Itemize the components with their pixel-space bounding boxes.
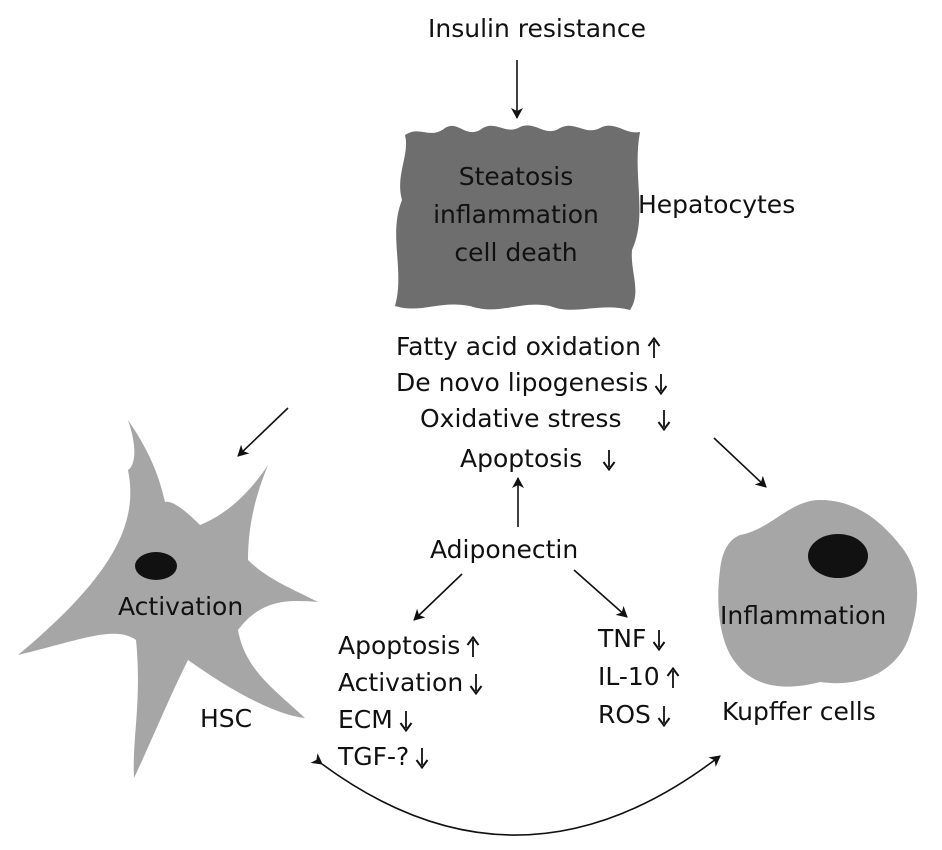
hsc-effect-ecm: ECM (338, 705, 413, 735)
effect-text: TGF-? (338, 742, 410, 771)
kupffer-effect-tnf: TNF (598, 624, 666, 654)
up-arrow-icon (666, 666, 680, 688)
down-arrow-icon (657, 408, 671, 432)
up-arrow-icon (466, 635, 480, 657)
down-arrow-icon (654, 372, 668, 396)
kupffer-effect-ros: ROS (598, 700, 671, 730)
up-arrow-icon (647, 336, 661, 358)
effect-text: Activation (338, 668, 464, 697)
arrow-hsc-kupffer-crosstalk (310, 753, 721, 836)
kupffer-cell-label: Inflammation (720, 601, 887, 630)
adiponectin-label: Adiponectin (430, 535, 579, 564)
down-arrow-icon (652, 628, 666, 652)
effect-apoptosis-hepatocyte: Apoptosis (460, 444, 616, 474)
down-arrow-icon (602, 448, 616, 472)
effect-text: De novo lipogenesis (396, 368, 649, 397)
arrow-adiponectin-to-kupffer-effects (573, 569, 628, 618)
hsc-cell (18, 420, 318, 778)
effect-text: Apoptosis (460, 444, 583, 473)
hepatocyte-line-3: cell death (454, 238, 578, 267)
down-arrow-icon (415, 746, 429, 770)
arrow-adiponectin-to-hsc-effects (413, 573, 463, 621)
hsc-label: HSC (200, 704, 253, 733)
down-arrow-icon (399, 709, 413, 733)
effect-text: ROS (598, 700, 651, 729)
effect-text: TNF (598, 624, 647, 653)
effect-text: Apoptosis (338, 631, 461, 660)
hepatocyte-line-2: inflammation (433, 200, 599, 229)
effect-fatty-acid-oxidation: Fatty acid oxidation (396, 332, 661, 362)
kupffer-effect-il10: IL-10 (598, 662, 680, 692)
effect-text: Fatty acid oxidation (396, 332, 641, 361)
hsc-effect-activation: Activation (338, 668, 483, 698)
down-arrow-icon (469, 672, 483, 696)
hsc-nucleus (135, 552, 177, 580)
insulin-resistance-label: Insulin resistance (428, 14, 646, 43)
hepatocyte-line-1: Steatosis (458, 162, 574, 191)
hepatocyte-cell (395, 125, 640, 310)
hsc-effect-tgf: TGF-? (338, 742, 429, 772)
effect-text: ECM (338, 705, 393, 734)
kupffer-cell (718, 500, 918, 687)
down-arrow-icon (657, 704, 671, 728)
hsc-cell-label: Activation (118, 592, 244, 621)
hepatocytes-label: Hepatocytes (638, 190, 796, 219)
effect-text: IL-10 (598, 662, 660, 691)
kupffer-nucleus (808, 534, 868, 578)
effect-text: Oxidative stress (420, 404, 622, 433)
effect-oxidative-stress: Oxidative stress (420, 404, 671, 434)
hsc-effect-apoptosis: Apoptosis (338, 631, 480, 661)
effect-de-novo-lipogenesis: De novo lipogenesis (396, 368, 668, 398)
arrow-to-hsc (237, 407, 289, 457)
arrow-to-kupffer (713, 437, 767, 488)
kupffer-label: Kupffer cells (722, 697, 876, 726)
